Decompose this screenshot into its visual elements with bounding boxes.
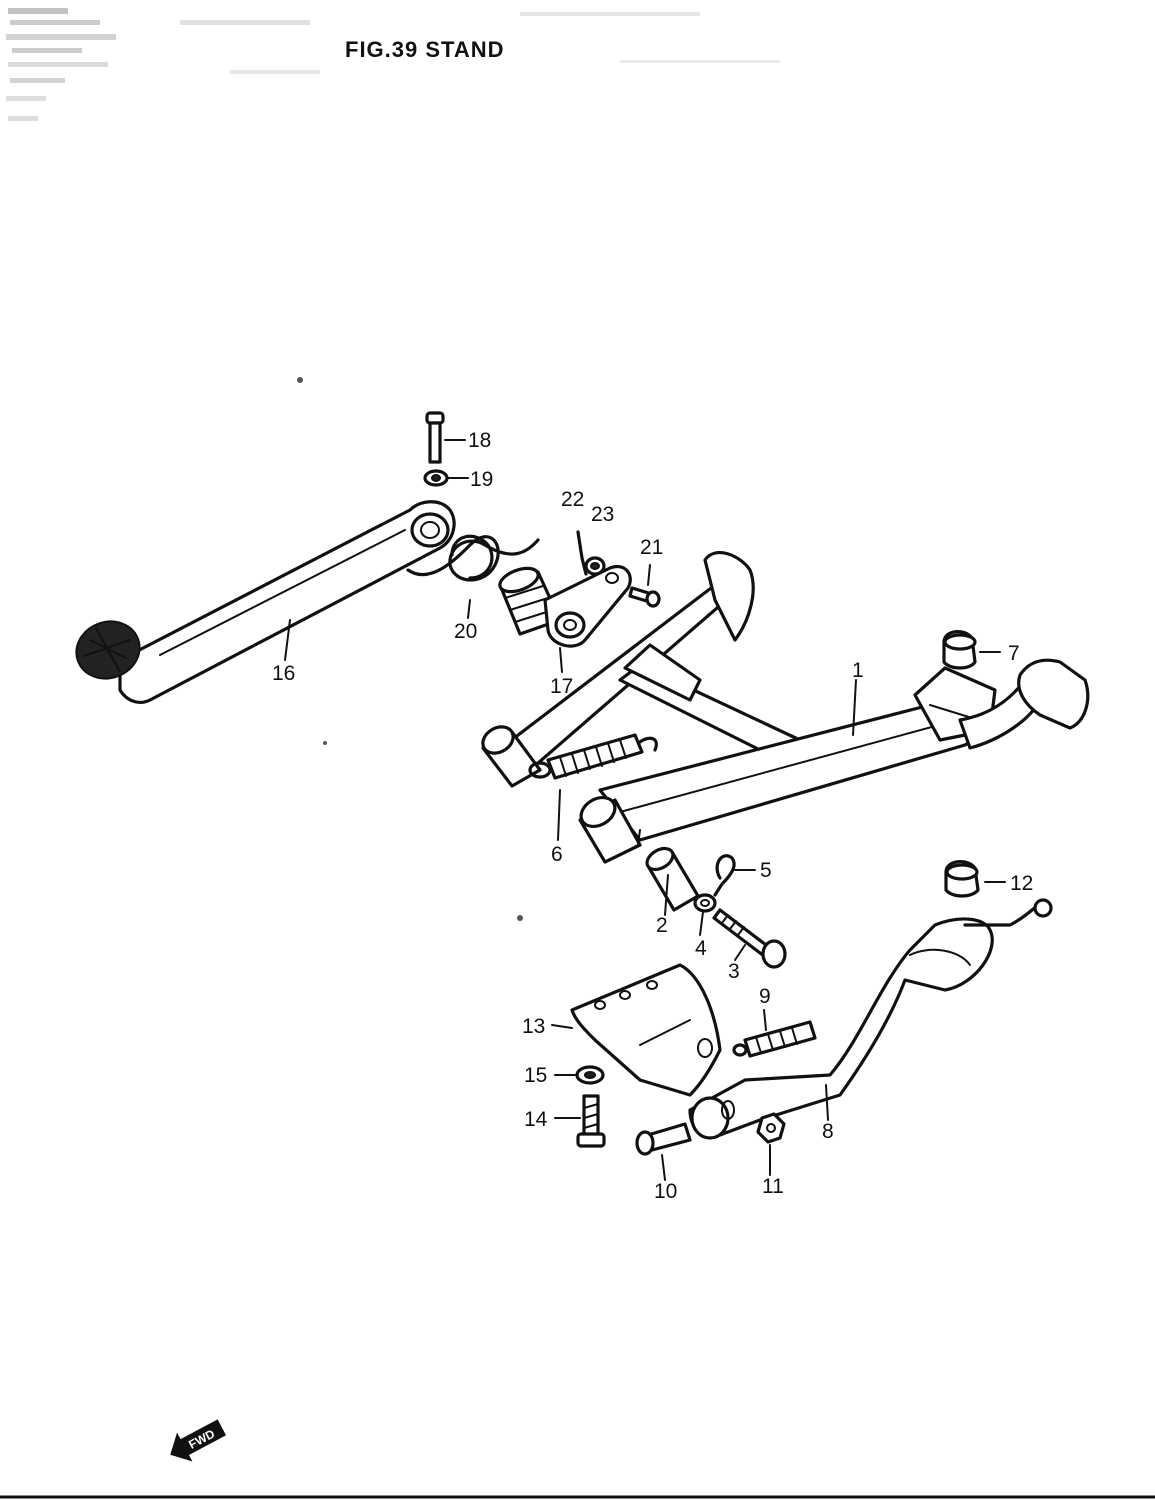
part-6-spring	[528, 733, 658, 780]
part-14-bolt	[576, 1094, 606, 1148]
part-label: 9	[759, 985, 771, 1008]
part-label: 5	[760, 859, 772, 882]
part-22-cotter-pin	[576, 530, 588, 576]
part-19-washer	[423, 469, 449, 487]
part-label: 3	[728, 960, 740, 983]
part-12-cap	[944, 860, 980, 898]
part-label: 16	[272, 662, 295, 685]
part-label: 4	[695, 937, 707, 960]
part-label: 7	[1008, 642, 1020, 665]
part-11-nut	[756, 1112, 786, 1144]
part-16-pedal	[75, 500, 456, 704]
part-label: 12	[1010, 872, 1033, 895]
part-label: 17	[550, 675, 573, 698]
part-label: 15	[524, 1064, 547, 1087]
part-9-spring	[732, 1020, 817, 1058]
part-4-washer	[693, 893, 717, 913]
part-label: 18	[468, 429, 491, 452]
part-label: 2	[656, 914, 668, 937]
part-8-side-stand	[688, 898, 1053, 1140]
part-17-lever	[498, 565, 632, 648]
part-13-bracket	[570, 963, 722, 1097]
part-label: 6	[551, 843, 563, 866]
part-label: 10	[654, 1180, 677, 1203]
part-label: 22	[561, 488, 584, 511]
leader-lines	[284, 439, 1006, 1181]
part-10-bolt	[635, 1122, 692, 1156]
part-label: 20	[454, 620, 477, 643]
part-label: 23	[591, 503, 614, 526]
part-label: 21	[640, 536, 663, 559]
scan-noise	[6, 8, 780, 921]
forward-arrow-icon: FWD	[170, 1419, 227, 1462]
part-5-cotter-pin	[713, 854, 736, 897]
part-2-collar	[645, 846, 700, 912]
part-3-bolt	[712, 908, 787, 969]
part-labels: 1 2 3 4 5 6 7 8 9 10 11 12 13 14 15 16 1…	[272, 429, 1033, 1203]
part-label: 8	[822, 1120, 834, 1143]
part-20-spring	[406, 534, 540, 582]
part-23-washer	[584, 556, 606, 576]
part-1-main-stand	[481, 551, 1090, 864]
part-7-cap	[942, 630, 977, 670]
part-label: 19	[470, 468, 493, 491]
part-label: 1	[852, 659, 864, 682]
part-label: 13	[522, 1015, 545, 1038]
part-18-bolt	[425, 411, 445, 464]
figure-title: FIG.39 STAND	[345, 37, 505, 62]
part-label: 11	[762, 1175, 784, 1198]
part-15-washer	[575, 1065, 605, 1085]
part-21-pin	[628, 586, 661, 608]
part-label: 14	[524, 1108, 548, 1131]
